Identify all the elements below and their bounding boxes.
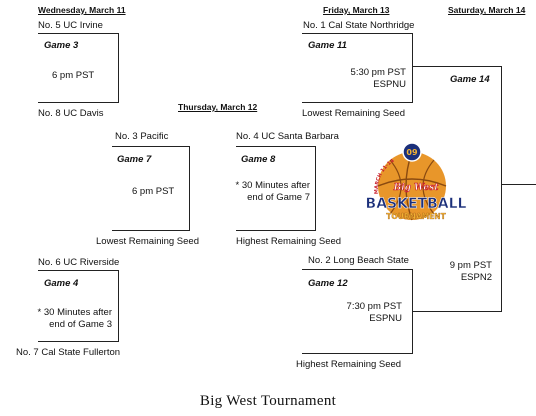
game-7-right-line — [189, 146, 190, 231]
game-8-time-line-1: * 30 Minutes after — [235, 180, 310, 191]
game-4-time-line-2: end of Game 3 — [49, 319, 112, 330]
game-4-time-line-1: * 30 Minutes after — [37, 307, 112, 318]
game-12-time-line-2: ESPNU — [369, 313, 402, 324]
game-12-bottom-line — [302, 353, 413, 354]
game-4-bottom-team: No. 7 Cal State Fullerton — [16, 347, 121, 358]
game-3-title: Game 3 — [44, 40, 79, 51]
game-3-time: 6 pm PST — [52, 70, 95, 81]
game-8-time-line-2: end of Game 7 — [247, 192, 310, 203]
logo-badge — [402, 142, 422, 162]
logo-main-text: BASKETBALL — [366, 196, 467, 212]
game-11-bottom-line — [302, 102, 413, 103]
page-caption: Big West Tournament — [199, 393, 337, 409]
game-12-bottom-team: Highest Remaining Seed — [296, 359, 402, 370]
game-7-time: 6 pm PST — [132, 186, 175, 197]
basketball-icon — [378, 152, 446, 220]
game-14-bottom-line — [412, 311, 502, 312]
game-12-top-team: No. 2 Long Beach State — [308, 255, 409, 266]
game-14-top-line — [412, 66, 502, 67]
game-11-right-line — [412, 33, 413, 103]
game-11-time-line-2: ESPNU — [373, 79, 406, 90]
day-header-thursday: Thursday, March 12 — [178, 102, 258, 112]
game-3-top-team: No. 5 UC Irvine — [38, 20, 103, 31]
game-8-bottom-team: Highest Remaining Seed — [236, 236, 342, 247]
game-7-top-line — [112, 146, 190, 147]
game-7-bottom-team: Lowest Remaining Seed — [96, 236, 199, 247]
game-14-time-line-2: ESPN2 — [460, 272, 492, 283]
day-header-wednesday: Wednesday, March 11 — [38, 5, 126, 15]
game-11-bottom-team: Lowest Remaining Seed — [302, 108, 405, 119]
logo-badge-text: 09 — [406, 148, 418, 157]
game-4-top-line — [38, 270, 119, 271]
game-7-top-team: No. 3 Pacific — [115, 131, 169, 142]
game-3-bottom-team: No. 8 UC Davis — [38, 108, 104, 119]
game-7-title: Game 7 — [117, 154, 152, 165]
day-header-friday: Friday, March 13 — [323, 5, 390, 15]
game-14-right-line — [501, 66, 502, 312]
game-8-top-line — [236, 146, 316, 147]
game-14-winner-line — [501, 184, 536, 185]
game-7-bottom-line — [112, 230, 190, 231]
game-4-right-line — [118, 270, 119, 342]
game-11-top-team: No. 1 Cal State Northridge — [303, 20, 415, 31]
game-11-top-line — [302, 33, 413, 34]
game-11-time-line-1: 5:30 pm PST — [350, 67, 406, 78]
game-4-top-team: No. 6 UC Riverside — [38, 257, 120, 268]
game-14-time-line-1: 9 pm PST — [449, 260, 492, 271]
game-14-title: Game 14 — [450, 74, 490, 85]
game-8-title: Game 8 — [241, 154, 276, 165]
game-3-top-line — [38, 33, 119, 34]
game-8-right-line — [315, 146, 316, 231]
logo-script-text: Big West — [393, 183, 440, 193]
game-12-time-line-1: 7:30 pm PST — [346, 301, 402, 312]
game-12-top-line — [302, 269, 413, 270]
game-4-bottom-line — [38, 341, 119, 342]
game-4-title: Game 4 — [44, 278, 79, 289]
game-8-bottom-line — [236, 230, 316, 231]
logo-sub-text: TOURNAMENT — [386, 212, 446, 221]
game-3-right-line — [118, 33, 119, 103]
game-11-title: Game 11 — [308, 40, 347, 51]
game-12-title: Game 12 — [308, 278, 348, 289]
day-header-saturday: Saturday, March 14 — [448, 5, 526, 15]
game-3-bottom-line — [38, 102, 119, 103]
tournament-logo: MARCH 11-14 09 Big West BASKETBALL TOURN… — [365, 142, 467, 221]
game-8-top-team: No. 4 UC Santa Barbara — [236, 131, 339, 142]
